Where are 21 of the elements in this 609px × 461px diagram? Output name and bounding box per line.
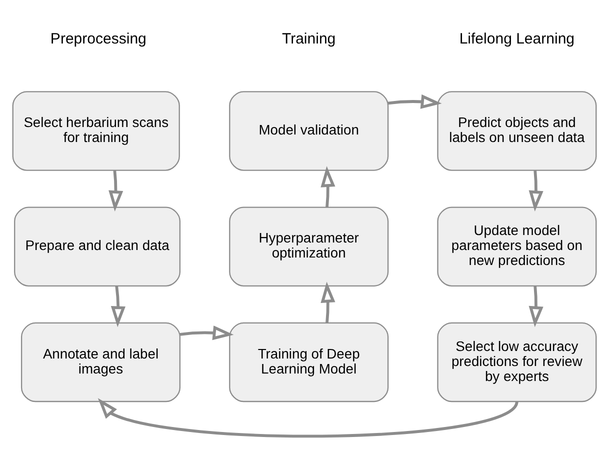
node-box: Model validation: [229, 91, 389, 171]
arrow: [320, 282, 336, 323]
label: Lifelong Learning: [459, 30, 575, 48]
node-box: Update model parameters based on new predictions: [437, 206, 597, 286]
node-box: Hyperparameter optimization: [229, 206, 389, 286]
arrow: [98, 398, 518, 438]
arrow: [388, 94, 442, 109]
label: Training: [282, 30, 336, 48]
arrow: [180, 326, 234, 340]
arrow: [108, 170, 124, 212]
arrow: [528, 170, 544, 212]
node-box: Annotate and label images: [20, 322, 180, 402]
node-box: Training of Deep Learning Model: [229, 322, 389, 402]
arrow: [110, 286, 126, 328]
label: Preprocessing: [50, 30, 146, 48]
arrow: [528, 286, 544, 328]
node-box: Select low accuracy predictions for review by experts: [437, 322, 597, 402]
node-box: Select herbarium scans for training: [12, 91, 180, 171]
node-box: Prepare and clean data: [14, 206, 180, 286]
node-box: Predict objects and labels on unseen data: [437, 91, 597, 171]
arrow: [320, 166, 336, 208]
